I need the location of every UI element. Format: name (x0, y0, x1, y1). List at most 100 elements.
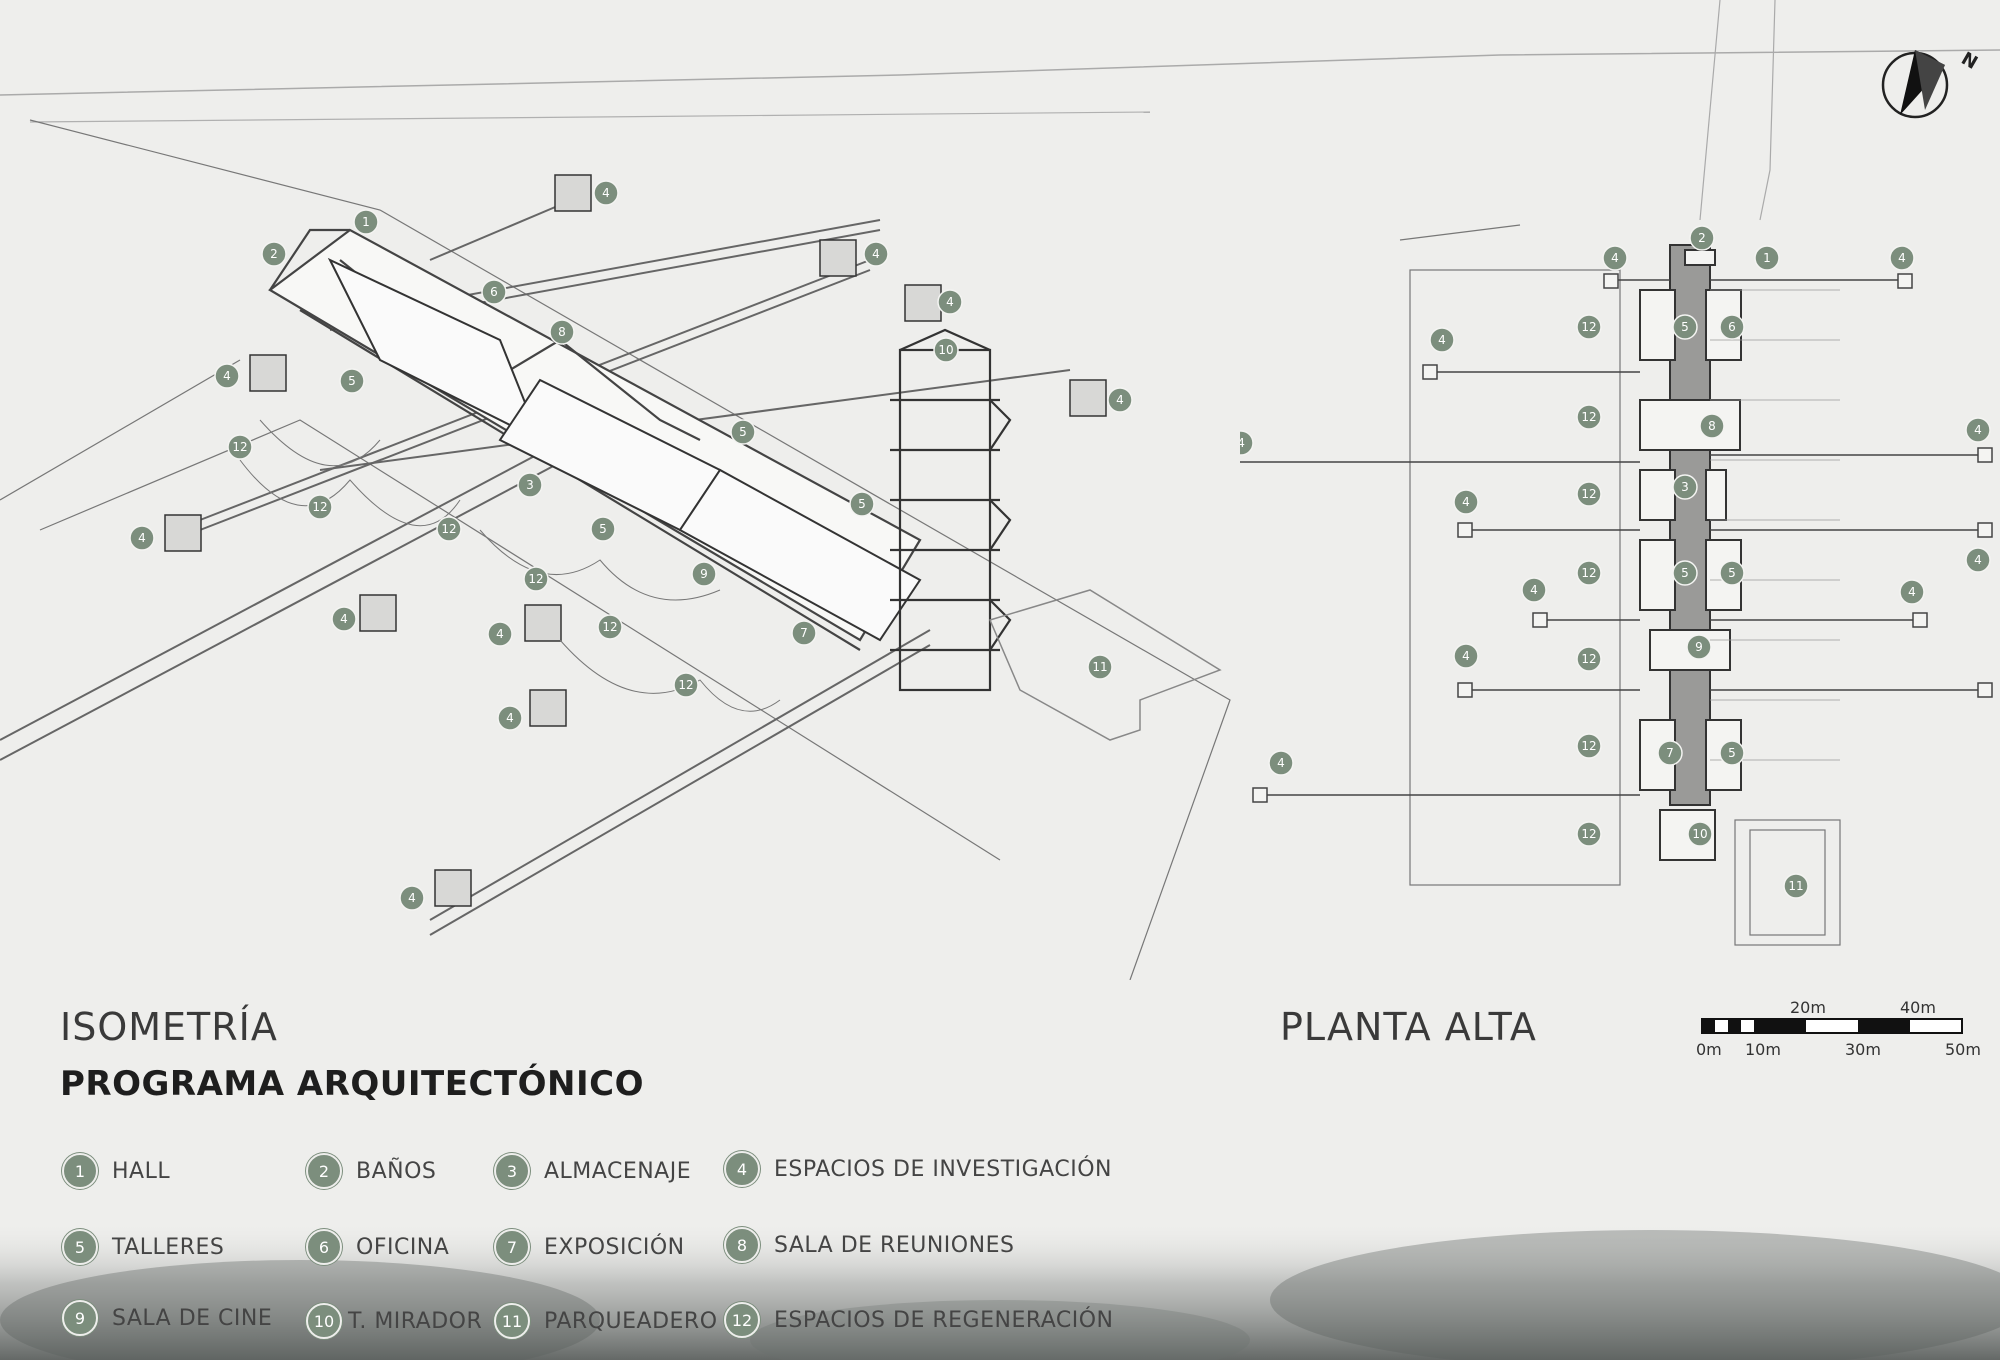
marker-number: 9 (1695, 640, 1703, 654)
scale-label-40m: 40m (1900, 998, 1936, 1017)
marker-number: 4 (1462, 495, 1470, 509)
legend-badge: 4 (724, 1151, 760, 1187)
marker-badge (261, 241, 287, 267)
marker-badge (1576, 733, 1602, 759)
marker-number: 4 (1974, 553, 1982, 567)
marker-number: 12 (1581, 566, 1596, 580)
scale-label-30m: 30m (1845, 1040, 1881, 1059)
marker-badge (399, 885, 425, 911)
legend-label: HALL (112, 1158, 171, 1184)
marker-number: 5 (348, 374, 356, 388)
marker-badge (1783, 873, 1809, 899)
marker-number: 1 (1763, 251, 1771, 265)
legend-item-banos: 2 BAÑOS (306, 1153, 436, 1189)
marker-badge (1719, 740, 1745, 766)
marker-number: 5 (858, 497, 866, 511)
legend-badge: 2 (306, 1153, 342, 1189)
marker-badge (1719, 314, 1745, 340)
marker-badge (1576, 560, 1602, 586)
marker-badge (1576, 481, 1602, 507)
marker-number: 8 (1708, 419, 1716, 433)
legend-label: SALA DE CINE (112, 1305, 273, 1331)
north-arrow-icon: N (1881, 48, 1980, 119)
marker-badge (1576, 404, 1602, 430)
marker-number: 5 (1728, 566, 1736, 580)
marker-number: 4 (340, 612, 348, 626)
marker-badge (481, 279, 507, 305)
marker-number: 5 (739, 425, 747, 439)
legend-item-regeneracion: 12 ESPACIOS DE REGENERACIÓN (724, 1302, 1114, 1338)
scale-label-10m: 10m (1745, 1040, 1781, 1059)
marker-number: 12 (232, 440, 247, 454)
legend-item-hall: 1 HALL (62, 1153, 170, 1189)
marker-number: 4 (1908, 585, 1916, 599)
marker-number: 12 (602, 620, 617, 634)
marker-badge (214, 363, 240, 389)
marker-number: 1 (362, 215, 370, 229)
marker-number: 7 (800, 626, 808, 640)
legend-badge: 1 (62, 1153, 98, 1189)
marker-badge (1965, 417, 1991, 443)
legend-item-investigacion: 4 ESPACIOS DE INVESTIGACIÓN (724, 1151, 1112, 1187)
legend-badge: 6 (306, 1229, 342, 1265)
marker-number: 12 (1581, 739, 1596, 753)
marker-badge (129, 525, 155, 551)
marker-number: 4 (946, 295, 954, 309)
marker-number: 11 (1788, 879, 1803, 893)
marker-badge (436, 516, 462, 542)
legend-badge: 10 (306, 1303, 342, 1339)
legend-badge: 11 (494, 1303, 530, 1339)
marker-number: 12 (1581, 320, 1596, 334)
legend-item-oficina: 6 OFICINA (306, 1229, 449, 1265)
legend-badge: 9 (62, 1300, 98, 1336)
marker-badge (1672, 314, 1698, 340)
marker-number: 4 (1611, 251, 1619, 265)
marker-badge (1521, 577, 1547, 603)
marker-badge (1240, 430, 1254, 456)
marker-badge (1689, 225, 1715, 251)
marker-badge (673, 672, 699, 698)
legend-label: TALLERES (112, 1234, 225, 1260)
marker-badge (863, 241, 889, 267)
marker-number: 10 (1692, 827, 1707, 841)
marker-number: 9 (700, 567, 708, 581)
marker-badge (227, 434, 253, 460)
floor-plan: 2144125641284412344125544412941275412101… (1240, 224, 1993, 946)
marker-badge (353, 209, 379, 235)
marker-badge (849, 491, 875, 517)
marker-badge (1453, 489, 1479, 515)
marker-badge (597, 614, 623, 640)
marker-badge (331, 606, 357, 632)
marker-number: 4 (1240, 436, 1245, 450)
marker-number: 4 (1438, 333, 1446, 347)
legend-badge: 8 (724, 1227, 760, 1263)
legend-item-almacenaje: 3 ALMACENAJE (494, 1153, 691, 1189)
marker-badge (1699, 413, 1725, 439)
marker-number: 5 (1681, 566, 1689, 580)
marker-badge (593, 180, 619, 206)
legend-label: ESPACIOS DE INVESTIGACIÓN (774, 1156, 1112, 1182)
scale-label-0m: 0m (1696, 1040, 1722, 1059)
marker-badge (791, 620, 817, 646)
marker-number: 12 (678, 678, 693, 692)
marker-badge (523, 566, 549, 592)
marker-number: 12 (1581, 827, 1596, 841)
marker-badge (307, 494, 333, 520)
marker-badge (1686, 634, 1712, 660)
marker-number: 4 (872, 247, 880, 261)
marker-badge (1576, 821, 1602, 847)
marker-badge (1576, 314, 1602, 340)
marker-number: 2 (1698, 231, 1706, 245)
scale-label-20m: 20m (1790, 998, 1826, 1017)
marker-badge (1087, 654, 1113, 680)
marker-badge (1719, 560, 1745, 586)
legend-badge: 3 (494, 1153, 530, 1189)
program-title: PROGRAMA ARQUITECTÓNICO (60, 1064, 644, 1104)
plan-markers: 2144125641284412344125544412941275412101… (1240, 225, 1991, 899)
marker-number: 4 (1116, 393, 1124, 407)
marker-badge (1453, 643, 1479, 669)
legend-item-reuniones: 8 SALA DE REUNIONES (724, 1227, 1014, 1263)
marker-badge (1965, 547, 1991, 573)
marker-number: 12 (1581, 410, 1596, 424)
